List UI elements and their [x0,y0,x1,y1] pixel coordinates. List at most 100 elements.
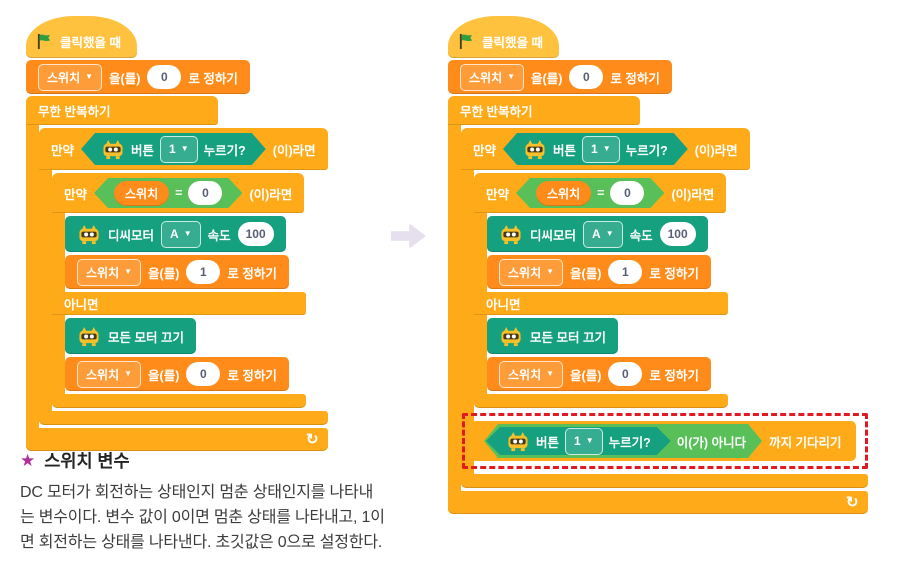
block-label: 을(를) [109,71,141,86]
motor-port-dropdown[interactable]: A ▼ [583,220,623,248]
value-input[interactable]: 0 [188,181,222,205]
equals-operator[interactable]: 스위치 = 0 [516,178,664,208]
block-label: 클릭했을 때 [60,35,121,50]
dropdown-arrow-icon: ▼ [546,369,555,378]
robot-cat-icon [499,326,523,347]
if-block[interactable]: 만약 버튼 1 ▼ 누르기? (이)라면 [39,128,328,425]
block-label: 로 정하기 [188,71,238,86]
block-label: 모든 모터 끄기 [108,330,184,345]
speed-input[interactable]: 100 [237,222,274,246]
dropdown-arrow-icon: ▼ [183,229,192,238]
dropdown-arrow-icon: ▼ [602,144,611,153]
when-flag-clicked-block[interactable]: 클릭했을 때 [448,16,559,58]
value-input[interactable]: 1 [186,260,221,284]
boolean-button-pressed[interactable]: 버튼 1 ▼ 누르기? [486,427,671,455]
variable-dropdown[interactable]: 스위치 ▼ [460,63,525,91]
if-else-block[interactable]: 만약 스위치 = 0 (이)라면 [474,173,728,408]
set-variable-block[interactable]: 스위치 ▼ 을(를) 0 로 정하기 [26,60,250,94]
boolean-button-pressed[interactable]: 버튼 1 ▼ 누르기? [503,133,688,165]
loop-arrow-icon: ↻ [845,494,859,511]
dropdown-arrow-icon: ▼ [605,229,614,238]
dropdown-arrow-icon: ▼ [546,267,555,276]
variable-dropdown[interactable]: 스위치 ▼ [38,63,103,91]
value-input[interactable]: 0 [569,65,604,89]
dropdown-value: 스위치 [47,70,81,85]
green-flag-icon [36,33,53,50]
motor-port-dropdown[interactable]: A ▼ [161,220,201,248]
else-label: 아니면 [64,298,99,312]
all-motors-off-block[interactable]: 모든 모터 끄기 [65,318,196,354]
value-input[interactable]: 1 [608,260,643,284]
variable-dropdown[interactable]: 스위치 ▼ [499,258,564,286]
block-label: 을(를) [148,266,180,281]
block-label: 누르기? [608,435,651,450]
block-label: 을(를) [570,368,602,383]
set-variable-block[interactable]: 스위치 ▼ 을(를) 0 로 정하기 [65,357,289,391]
note-panel: ★ 스위치 변수 DC 모터가 회전하는 상태인지 멈춘 상태인지를 나타내 는… [20,448,424,555]
if-else-block[interactable]: 만약 스위치 = 0 (이)라면 [52,173,306,408]
highlight-box: 버튼 1 ▼ 누르기? 이(가) 아니다 까지 기다리기 [462,413,868,469]
set-variable-block[interactable]: 스위치 ▼ 을(를) 1 로 정하기 [65,255,289,289]
block-label: (이)라면 [671,187,715,202]
if-block[interactable]: 만약 버튼 1 ▼ 누르기? (이)라면 [461,128,868,488]
robot-cat-icon [77,326,101,347]
block-label: 로 정하기 [610,71,660,86]
block-label: 무한 반복하기 [38,105,111,119]
forever-block[interactable]: 무한 반복하기 만약 버튼 1 ▼ 누르기? [448,96,868,514]
variable-reporter[interactable]: 스위치 [114,181,169,206]
value-input[interactable]: 0 [147,65,182,89]
dropdown-value: A [592,227,601,241]
equals-operator[interactable]: 스위치 = 0 [94,178,242,208]
block-label: 만약 [486,187,510,202]
block-label: 디씨모터 [530,228,577,243]
block-label: 속도 [629,228,653,243]
dropdown-arrow-icon: ▼ [85,72,94,81]
value-input[interactable]: 0 [610,181,644,205]
not-operator[interactable]: 버튼 1 ▼ 누르기? 이(가) 아니다 [484,424,762,458]
robot-cat-icon [101,139,125,160]
dropdown-value: 스위치 [86,367,120,382]
dropdown-arrow-icon: ▼ [507,72,516,81]
dropdown-value: 1 [574,434,581,448]
variable-reporter[interactable]: 스위치 [536,181,591,206]
dropdown-value: 1 [591,142,598,156]
block-label: 버튼 [131,143,155,158]
block-label: 로 정하기 [649,368,699,383]
block-label: (이)라면 [694,143,738,158]
note-text-line: 는 변수이다. 변수 값이 0이면 멈춘 상태를 나타내고, 1이 [20,509,385,527]
block-label: 로 정하기 [649,266,699,281]
dropdown-value: 1 [169,142,176,156]
button-option-dropdown[interactable]: 1 ▼ [160,136,198,163]
script-before: 클릭했을 때 스위치 ▼ 을(를) 0 로 정하기 무한 반복하기 만약 버튼 [26,16,328,451]
wait-until-block[interactable]: 버튼 1 ▼ 누르기? 이(가) 아니다 까지 기다리기 [470,421,856,461]
value-input[interactable]: 0 [186,362,221,386]
block-label: 버튼 [553,143,577,158]
variable-dropdown[interactable]: 스위치 ▼ [499,360,564,388]
speed-input[interactable]: 100 [659,222,696,246]
button-option-dropdown[interactable]: 1 ▼ [582,136,620,163]
dropdown-value: 스위치 [508,265,542,280]
transition-arrow [391,223,426,249]
forever-block[interactable]: 무한 반복하기 만약 버튼 1 ▼ 누르기? [26,96,328,451]
button-option-dropdown[interactable]: 1 ▼ [565,428,603,455]
boolean-button-pressed[interactable]: 버튼 1 ▼ 누르기? [81,133,266,165]
loop-arrow-icon: ↻ [306,431,319,448]
block-label: 속도 [207,228,231,243]
block-label: (이)라면 [249,187,293,202]
dc-motor-block[interactable]: 디씨모터 A ▼ 속도 100 [65,216,286,252]
variable-dropdown[interactable]: 스위치 ▼ [77,360,142,388]
dropdown-value: 스위치 [86,265,120,280]
dc-motor-block[interactable]: 디씨모터 A ▼ 속도 100 [487,216,708,252]
robot-cat-icon [499,224,523,245]
equals-sign: = [597,186,605,200]
set-variable-block[interactable]: 스위치 ▼ 을(를) 0 로 정하기 [487,357,711,391]
note-text-line: 면 회전하는 상태를 나타낸다. 초깃값은 0으로 설정한다. [20,534,383,552]
set-variable-block[interactable]: 스위치 ▼ 을(를) 0 로 정하기 [448,60,672,94]
variable-dropdown[interactable]: 스위치 ▼ [77,258,142,286]
dropdown-value: 스위치 [469,70,503,85]
set-variable-block[interactable]: 스위치 ▼ 을(를) 1 로 정하기 [487,255,711,289]
value-input[interactable]: 0 [608,362,643,386]
all-motors-off-block[interactable]: 모든 모터 끄기 [487,318,618,354]
when-flag-clicked-block[interactable]: 클릭했을 때 [26,16,137,58]
block-label: 버튼 [536,435,560,450]
